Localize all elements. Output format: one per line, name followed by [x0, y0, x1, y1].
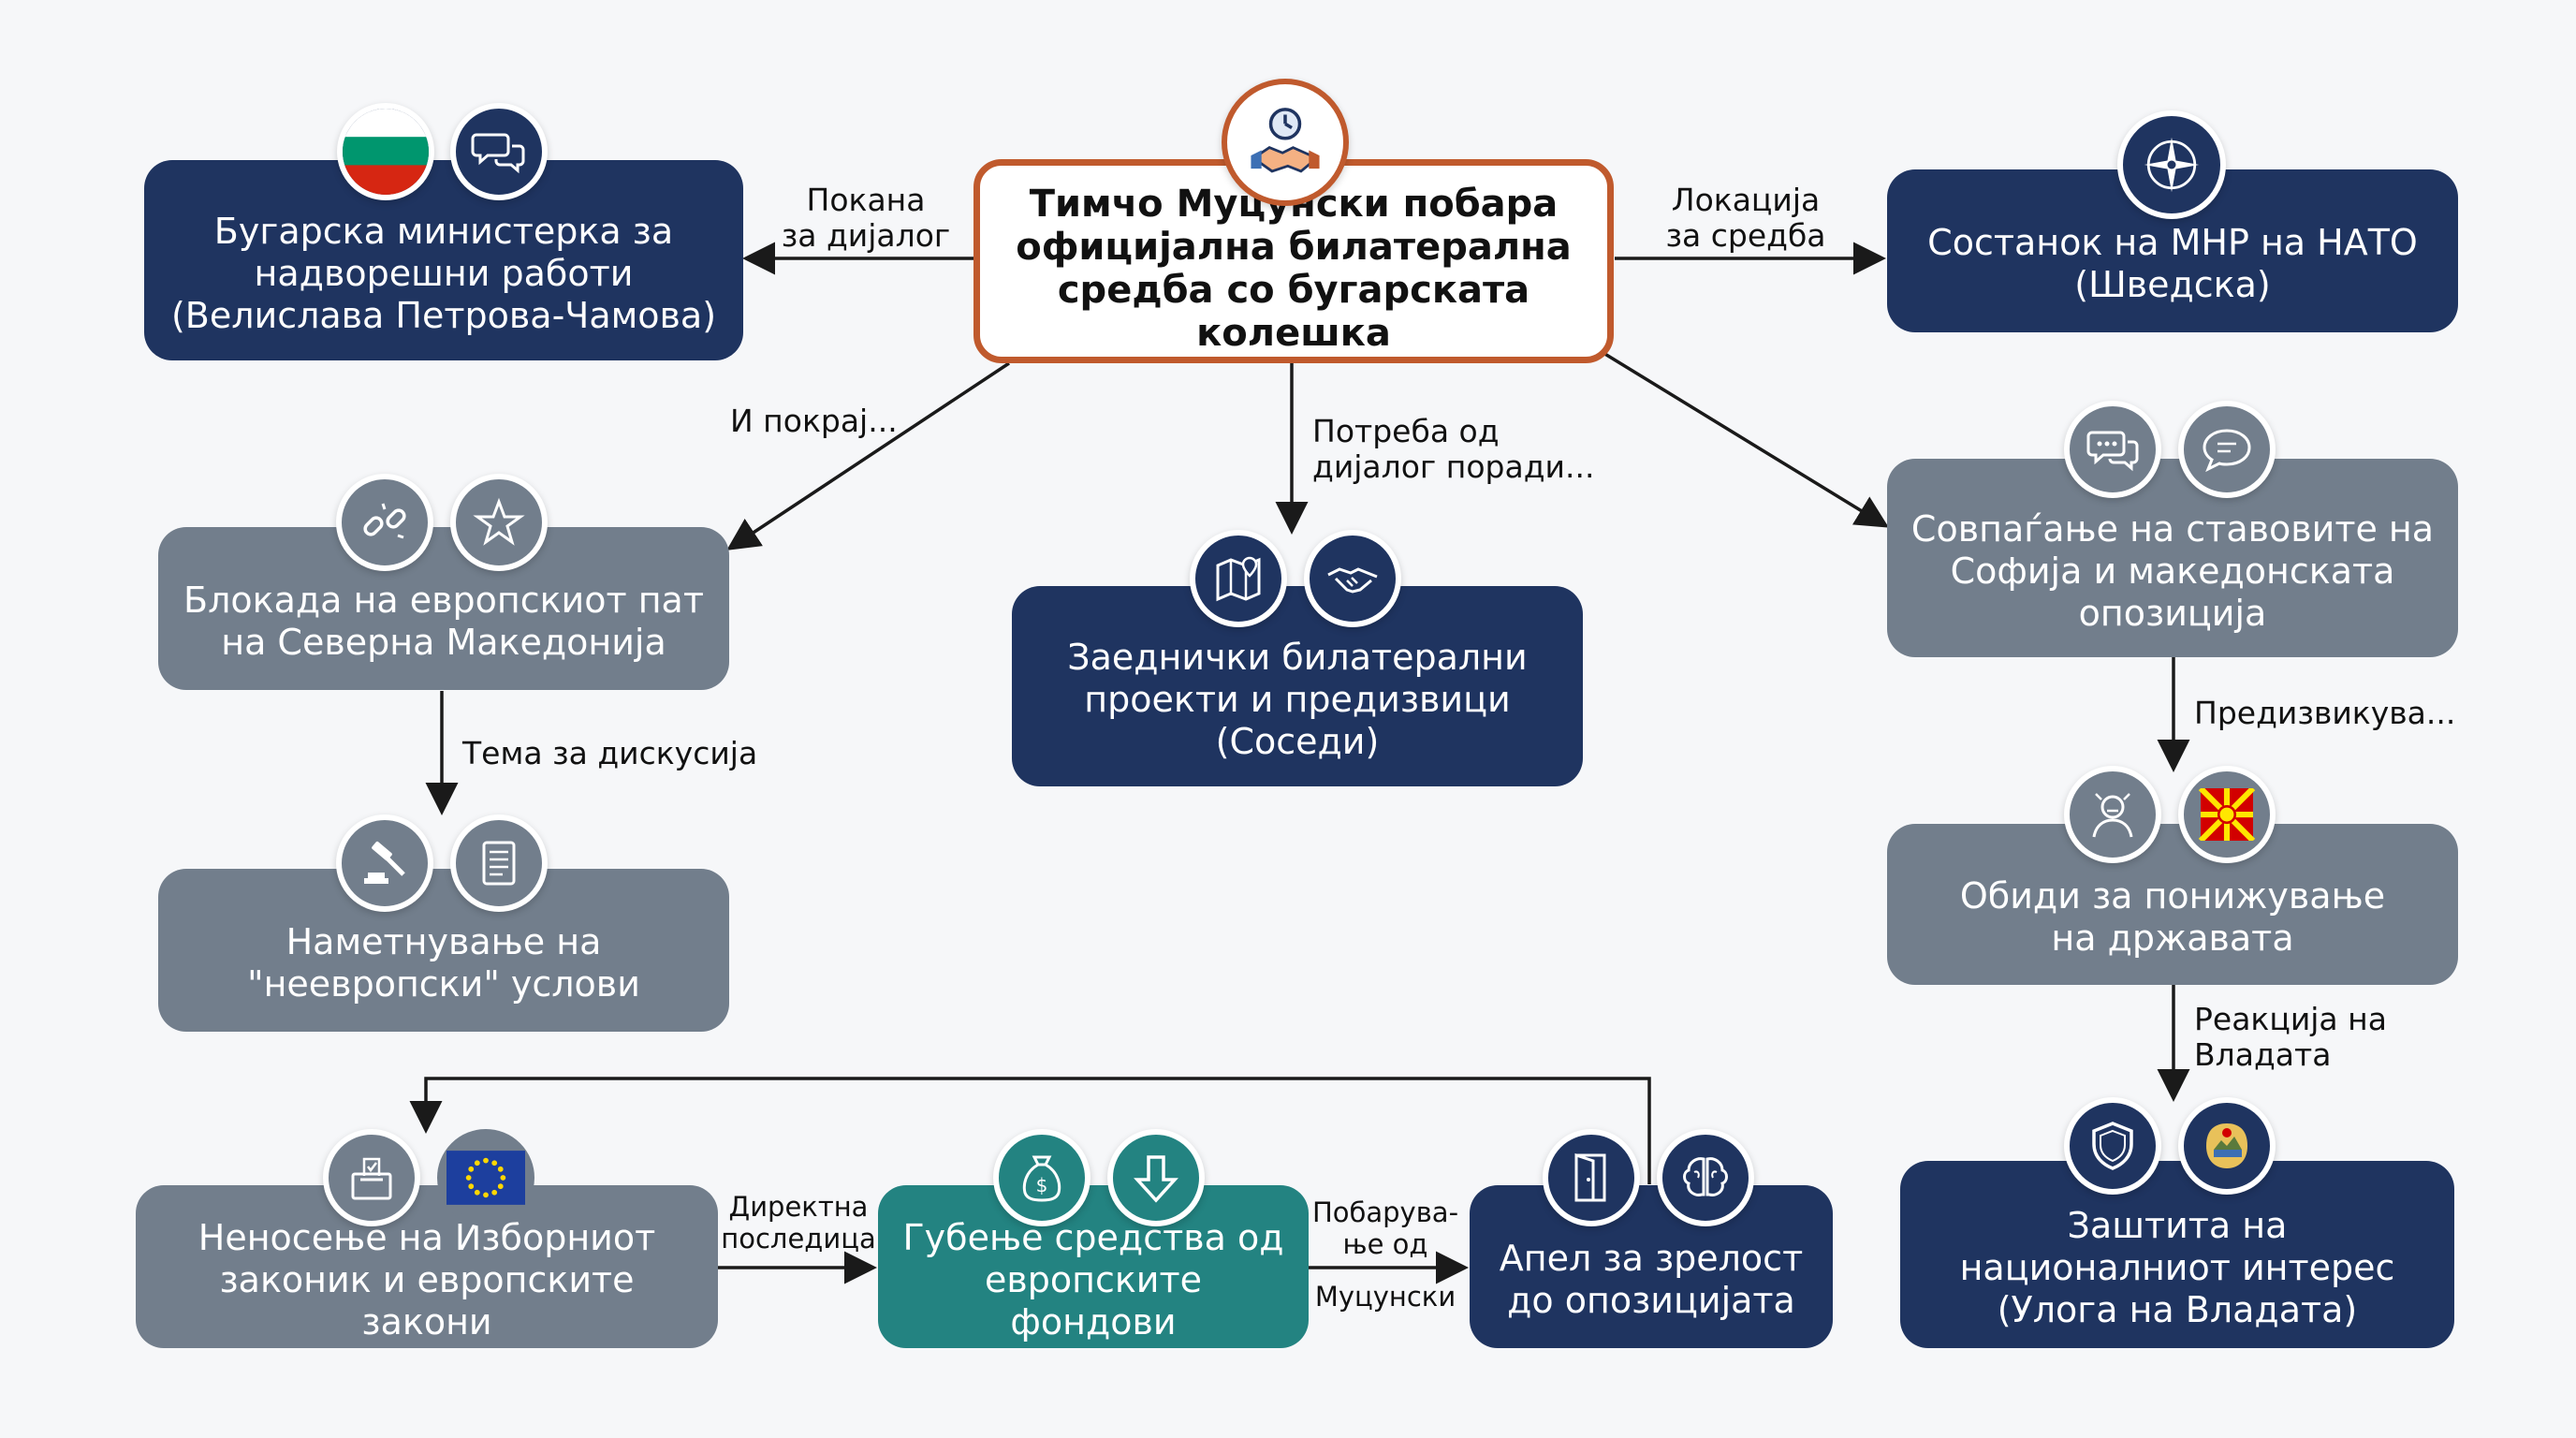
humiliation-text: Обиди за понижување на државата: [1959, 875, 2386, 959]
handshake-clock-icon: [1222, 79, 1349, 206]
nato-meeting-text: Состанок на МНР на НАТО (Шведска): [1927, 222, 2418, 305]
appeal-text: Апел за зрелост до опозицијата: [1499, 1238, 1804, 1321]
brain-icon: [1657, 1129, 1754, 1226]
bulgarian-minister-text: Бугарска министерка за надворешни работи…: [170, 210, 717, 336]
chat-bubbles-icon: [450, 103, 548, 200]
svg-text:$: $: [1036, 1174, 1048, 1196]
door-exit-icon: [1543, 1129, 1640, 1226]
label-challenges: Предизвикува...: [2194, 695, 2456, 731]
electoral-code-text: Неносење на Изборниот законик и европски…: [198, 1216, 656, 1343]
center-node: Тимчо Муцунски побара официјална билатер…: [973, 159, 1614, 363]
alignment-node: Совпаѓање на ставовите на Софија и макед…: [1887, 459, 2458, 657]
label-demands: Побарува- ње од: [1311, 1196, 1459, 1260]
gavel-icon: [336, 814, 433, 912]
conditions-node: Наметнување на "неевропски" услови: [158, 869, 729, 1032]
label-location: Локација за средба: [1665, 182, 1826, 254]
humiliation-node: Обиди за понижување на државата: [1887, 824, 2458, 985]
speech-bubble-icon: [2064, 401, 2161, 498]
document-scroll-icon: [450, 814, 548, 912]
center-node-text: Тимчо Муцунски побара официјална билатер…: [1016, 183, 1572, 355]
person-frustrated-icon: [2064, 766, 2161, 863]
macedonia-emblem-icon: [2178, 1097, 2276, 1195]
handshake-icon: [1304, 530, 1401, 627]
funds-loss-text: Губење средства од европските фондови: [902, 1216, 1284, 1343]
label-besides: И покрај...: [730, 403, 898, 439]
money-bag-icon: $: [993, 1129, 1090, 1226]
nato-compass-icon: [2117, 110, 2226, 219]
protection-text: Заштита на националниот интерес (Улога н…: [1959, 1204, 2395, 1330]
protection-node: Заштита на националниот интерес (Улога н…: [1900, 1161, 2454, 1348]
label-gov-reaction: Реакција на Владата: [2194, 1001, 2387, 1073]
blockade-text: Блокада на европскиот пат на Северна Мак…: [183, 580, 704, 663]
arrow-feedback-loop: [409, 1077, 1651, 1184]
label-need-dialogue: Потреба од дијалог поради...: [1312, 413, 1595, 485]
arrow-to-alignment: [1598, 348, 1889, 528]
bulgarian-minister-node: Бугарска министерка за надворешни работи…: [144, 160, 743, 360]
label-direct: Директна последица: [721, 1191, 876, 1255]
conditions-text: Наметнување на "неевропски" услови: [247, 921, 640, 1005]
bulgaria-flag-icon: [337, 103, 434, 200]
label-invitation: Покана за дијалог: [781, 182, 951, 254]
projects-node: Заеднички билатерални проекти и предизви…: [1012, 586, 1583, 786]
star-icon: [450, 474, 548, 571]
arrow-to-blockade: [726, 361, 1010, 550]
label-mucunski: Муцунски: [1314, 1281, 1456, 1313]
message-bubble-icon: [2178, 401, 2276, 498]
blockade-node: Блокада на европскиот пат на Северна Мак…: [158, 527, 729, 690]
north-macedonia-flag-icon: [2178, 766, 2276, 863]
map-pin-icon: [1190, 530, 1287, 627]
shield-icon: [2064, 1097, 2161, 1195]
down-arrow-icon: [1107, 1129, 1205, 1226]
funds-loss-node: Губење средства од европските фондови: [878, 1185, 1309, 1348]
broken-chain-icon: [336, 474, 433, 571]
eu-flag-icon: [437, 1129, 534, 1226]
label-topic: Тема за дискусија: [462, 735, 758, 771]
ballot-box-icon: [323, 1129, 420, 1226]
projects-text: Заеднички билатерални проекти и предизви…: [1067, 636, 1528, 762]
appeal-node: Апел за зрелост до опозицијата: [1470, 1185, 1833, 1348]
electoral-code-node: Неносење на Изборниот законик и европски…: [136, 1185, 718, 1348]
alignment-text: Совпаѓање на ставовите на Софија и макед…: [1910, 507, 2435, 634]
